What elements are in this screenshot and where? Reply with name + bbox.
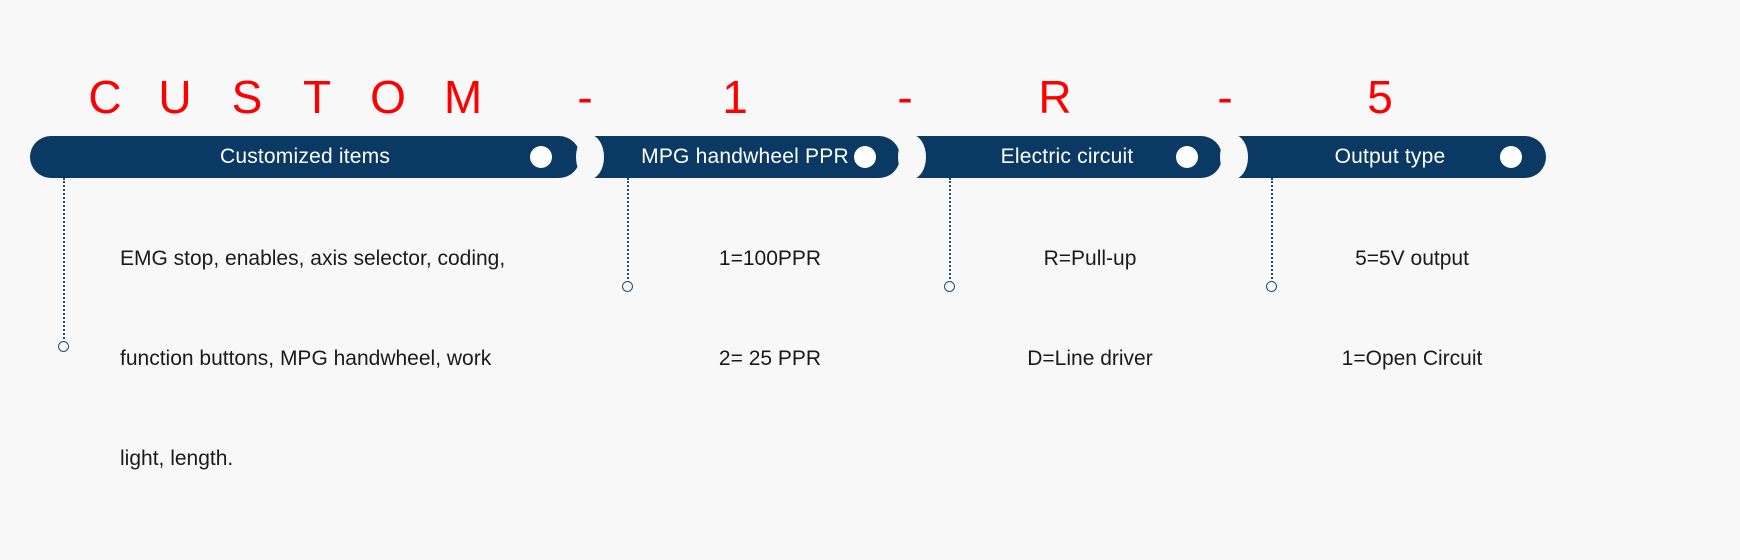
code-char-6: M [443, 71, 483, 123]
code-char-5: O [370, 71, 406, 123]
description-line: 2= 25 PPR [718, 347, 822, 370]
code-separator-2: - [897, 71, 913, 123]
description-line: light, length. [120, 447, 234, 470]
banner-row: Customized items MPG handwheel PPR Elect… [0, 135, 1740, 179]
banner-dot-icon-customized-items [530, 146, 552, 168]
description-line: 5=5V output [1355, 247, 1469, 270]
code-char-2: U [158, 71, 192, 123]
description-mpg-handwheel-ppr: 1=100PPR 2= 25 PPR [640, 184, 900, 434]
connector-line-electric-circuit [949, 178, 951, 283]
model-code-row: C U S T O M - 1 - R - 5 [0, 62, 1740, 132]
description-line: 1=Open Circuit [1341, 347, 1483, 370]
banner-notch-shape-output [1220, 135, 1248, 179]
description-line: EMG stop, enables, axis selector, coding… [120, 247, 506, 270]
description-customized-items: EMG stop, enables, axis selector, coding… [120, 184, 560, 534]
code-char-9: 5 [1367, 71, 1393, 123]
code-separator-1: - [577, 71, 593, 123]
banner-dot-icon-mpg [854, 146, 876, 168]
banner-output-type[interactable]: Output type [1220, 135, 1546, 179]
banner-notch-shape-mpg [576, 135, 604, 179]
banner-mpg-handwheel-ppr[interactable]: MPG handwheel PPR [576, 135, 900, 179]
code-char-3: S [231, 71, 263, 123]
description-line: D=Line driver [1027, 347, 1153, 370]
connector-endpoint-mpg-handwheel-ppr [622, 281, 633, 292]
connector-endpoint-output-type [1266, 281, 1277, 292]
connector-endpoint-customized-items [58, 341, 69, 352]
code-char-1: C [88, 71, 122, 123]
connector-line-output-type [1271, 178, 1273, 283]
code-separator-3: - [1217, 71, 1233, 123]
banner-label-output-type: Output type [1334, 145, 1446, 168]
banner-notch-shape-electric [898, 135, 926, 179]
description-line: R=Pull-up [1043, 247, 1137, 270]
banner-customized-items[interactable]: Customized items [30, 136, 580, 178]
description-line: function buttons, MPG handwheel, work [120, 347, 492, 370]
connector-line-customized-items [63, 178, 65, 343]
connector-line-mpg-handwheel-ppr [627, 178, 629, 283]
banner-dot-icon-output [1500, 146, 1522, 168]
description-line: 1=100PPR [718, 247, 822, 270]
banner-dot-icon-electric [1176, 146, 1198, 168]
description-output-type: 5=5V output 1=Open Circuit [1282, 184, 1542, 434]
code-char-4: T [302, 71, 332, 123]
code-char-8: R [1038, 71, 1072, 123]
connector-endpoint-electric-circuit [944, 281, 955, 292]
banner-label-customized-items: Customized items [219, 145, 391, 168]
banner-label-electric-circuit: Electric circuit [1000, 145, 1134, 168]
banner-label-mpg-handwheel-ppr: MPG handwheel PPR [641, 145, 849, 168]
banner-electric-circuit[interactable]: Electric circuit [898, 135, 1222, 179]
code-char-7: 1 [722, 71, 748, 123]
description-electric-circuit: R=Pull-up D=Line driver [960, 184, 1220, 434]
